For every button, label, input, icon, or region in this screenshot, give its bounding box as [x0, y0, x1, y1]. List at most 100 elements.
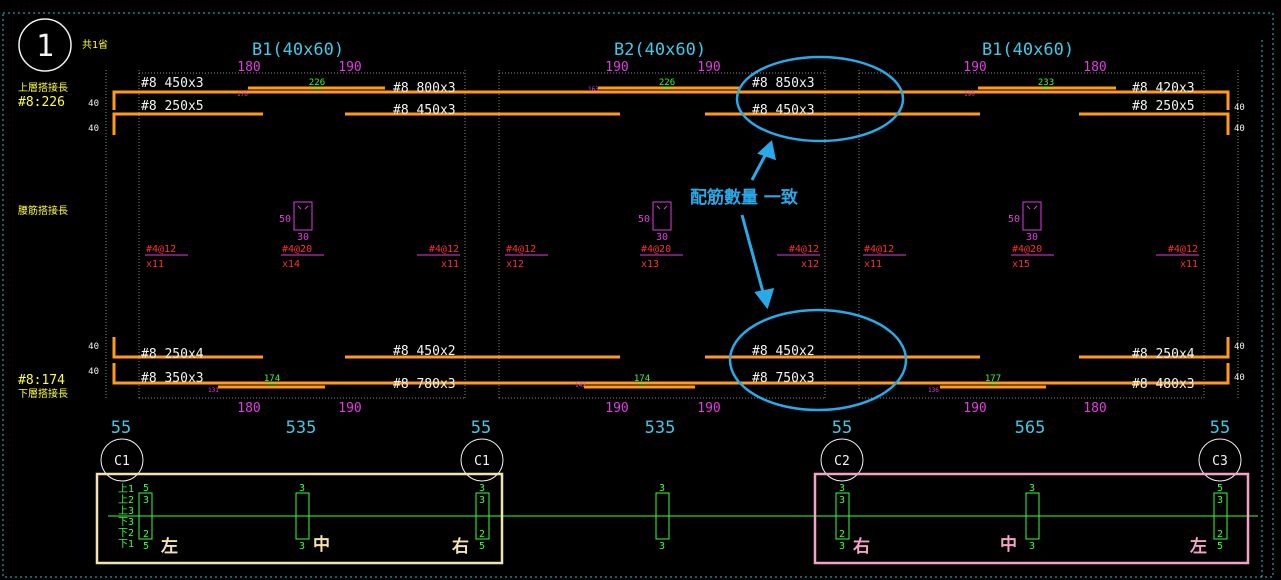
bar-top2: 3 — [839, 495, 845, 506]
schedule-bar-box — [835, 492, 850, 540]
rebar-label: #8 800x3 — [393, 81, 456, 96]
lap-length: 174 — [634, 374, 650, 384]
position-label-left: 左 — [161, 536, 178, 557]
beam-title: B2(40x60) — [614, 40, 706, 60]
rebar-label: #8 850x3 — [752, 76, 815, 91]
stirrup-count: x12 — [801, 259, 819, 270]
bar-bot: 3 — [839, 541, 845, 552]
tiny-dim: 142 — [575, 382, 586, 389]
stirrup-spacing: #4@12 — [864, 244, 894, 255]
bar-bot2: 2 — [143, 529, 149, 540]
schedule-bars — [138, 492, 1228, 540]
bottom-lap-value: #8:174 — [18, 373, 65, 388]
arrow-down-head — [754, 288, 775, 310]
tiny-dim: 176 — [237, 91, 248, 98]
side-label: 下3 — [118, 517, 134, 528]
column-bubbles — [100, 438, 1242, 482]
side-label: 下2 — [118, 528, 134, 539]
rebar-label: #8 250x5 — [1132, 99, 1195, 114]
column-label: C1 — [114, 454, 130, 469]
stirrup-spacing: #4@12 — [506, 244, 536, 255]
tiny-dim: 136 — [928, 387, 939, 394]
bar-bot2: 2 — [839, 529, 845, 540]
sheet-border — [2, 12, 1274, 578]
bar-bot: 5 — [1217, 541, 1223, 552]
section-height: 50 — [279, 214, 291, 225]
side-label: 上1 — [118, 483, 134, 495]
schedule-bar-box — [138, 492, 153, 540]
dim-top: 190 — [338, 60, 361, 75]
bar-top: 5 — [143, 483, 149, 494]
column-bubble — [1198, 438, 1242, 482]
bottom-second-bar — [1079, 337, 1230, 359]
lap-length: 177 — [985, 374, 1001, 384]
stirrup-count: x12 — [506, 259, 524, 270]
rebar-labels: #8 450x3 #8 800x3 #8 850x3 #8 420x3 #8 2… — [141, 76, 1195, 392]
bottom-second-bar — [112, 337, 263, 359]
position-label-mid: 中 — [313, 534, 330, 555]
bar-bot: 3 — [659, 541, 665, 552]
dim-bottom: 190 — [338, 401, 361, 416]
stirrup-labels: #4@12 x11 #4@20 x14 #4@12 x11 #4@12 x12 … — [146, 244, 1198, 270]
bar-top: 3 — [299, 483, 305, 494]
section-icons — [293, 201, 1042, 231]
span-dim: 55 — [832, 418, 852, 438]
tiny-dim: 163 — [588, 86, 599, 93]
dim-top: 180 — [1083, 60, 1106, 75]
rebar-label: #8 250x4 — [141, 347, 204, 362]
bar-top: 3 — [839, 483, 845, 494]
bar-top2: 3 — [1217, 495, 1223, 506]
rebar-label: #8 450x3 — [752, 103, 815, 118]
schedule-bar-numbers: 5 5 3 2 3 3 3 5 3 2 3 3 3 3 3 2 3 3 5 5 … — [143, 483, 1223, 552]
stirrup-count: x15 — [1012, 259, 1030, 270]
stirrup-spacing: #4@20 — [1012, 244, 1042, 255]
dim-bottom: 190 — [605, 401, 628, 416]
schedule-bar-box — [1213, 492, 1228, 540]
cover-dim: 40 — [88, 99, 99, 109]
dim-bottom: 190 — [697, 401, 720, 416]
schedule-bar-box — [295, 492, 310, 540]
web-lap-label: 腰筋搭接長 — [18, 204, 68, 217]
rebar-label: #8 350x3 — [141, 371, 204, 386]
dim-top: 190 — [697, 60, 720, 75]
bar-bot: 3 — [299, 541, 305, 552]
bar-top: 3 — [659, 483, 665, 494]
span-dim: 55 — [111, 418, 131, 438]
stirrup-count: x11 — [1180, 259, 1198, 270]
dim-top: 190 — [605, 60, 628, 75]
position-label-right: 右 — [452, 536, 469, 557]
column-bubble — [100, 438, 144, 482]
arrow-down-line — [740, 214, 766, 297]
rebar-label: #8 450x3 — [141, 76, 204, 91]
bar-bot: 3 — [1029, 541, 1035, 552]
group-box-left — [95, 472, 504, 565]
cover-dim: 40 — [1234, 124, 1245, 134]
cover-dim: 40 — [1234, 342, 1245, 352]
side-label: 上3 — [118, 505, 134, 517]
schedule-bar-box — [475, 492, 490, 540]
dim-bottom: 180 — [1083, 401, 1106, 416]
lap-length: 174 — [264, 374, 280, 384]
rebar-label: #8 250x5 — [141, 99, 204, 114]
annotation-arrows — [740, 140, 776, 310]
lap-length: 233 — [1038, 78, 1054, 88]
side-label: 下1 — [118, 539, 134, 550]
rebar-label: #8 780x3 — [393, 377, 456, 392]
top-second-bar — [112, 112, 263, 135]
schedule-bar-box — [655, 492, 670, 540]
span-dim: 535 — [286, 418, 317, 438]
annotation-text: 配筋數量 一致 — [690, 187, 799, 208]
top-lap-label: 上層搭接長 — [18, 81, 68, 94]
bar-bot2: 2 — [1217, 529, 1223, 540]
stirrup-spacing: #4@12 — [789, 244, 819, 255]
rebar-lines — [112, 86, 1230, 389]
column-label: C3 — [1212, 454, 1228, 469]
frame-number-circle — [18, 18, 72, 72]
cover-dim: 40 — [1234, 103, 1245, 113]
top-second-bar — [1079, 112, 1230, 135]
count-note: 共1省 — [82, 38, 108, 51]
stirrup-spacing: #4@12 — [429, 244, 459, 255]
rebar-label: #8 480x3 — [1132, 377, 1195, 392]
dim-bottom: 180 — [237, 401, 260, 416]
